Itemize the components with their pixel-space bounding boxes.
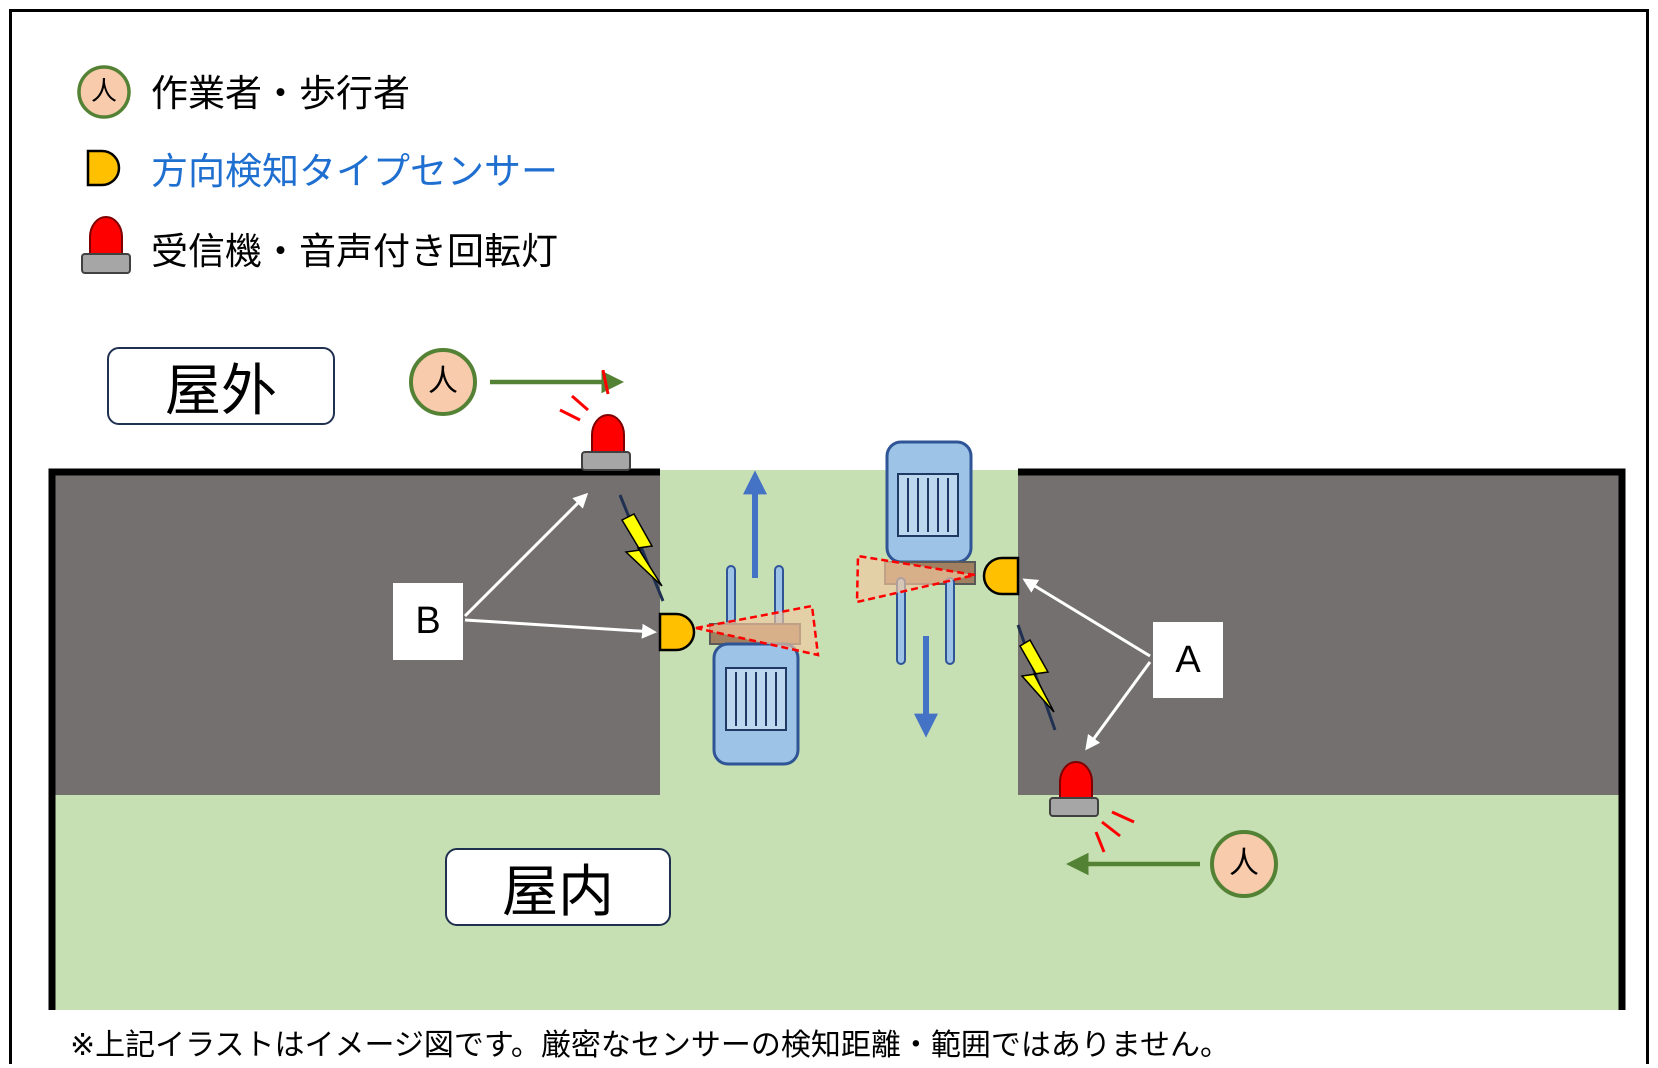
legend-receiver-label: 受信機・音声付き回転灯 [151, 230, 558, 273]
callout-a-to-lamp-arrow [1085, 661, 1152, 751]
signal-a-lightning-icon [1016, 624, 1057, 731]
outdoor-detect-mark [601, 369, 610, 395]
callout-b: B [393, 583, 463, 660]
outdoor-rotating-lamp-icon [559, 394, 631, 471]
callout-b-to-sensor-arrow [464, 618, 657, 639]
indoor-rotating-lamp-icon [1049, 761, 1135, 853]
legend-worker-label: 作業者・歩行者 [151, 72, 410, 115]
left-wall [52, 470, 660, 795]
sensor-b-detection-zone [695, 604, 820, 657]
indoor-person-glyph: 人 [1229, 846, 1259, 881]
sensor-b-icon [658, 612, 696, 652]
legend-person-glyph: 人 [90, 77, 117, 107]
legend-sensor-icon [86, 149, 121, 187]
right-wall [1018, 470, 1622, 795]
callout-a-to-sensor-arrow [1022, 578, 1151, 658]
outdoor-area-label: 屋外 [107, 347, 335, 425]
sensor-a-detection-zone [855, 554, 976, 604]
indoor-person [1210, 830, 1278, 898]
signal-b-lightning-icon [618, 494, 665, 602]
building-outline-left [48, 468, 660, 1010]
footnote: ※上記イラストはイメージ図です。厳密なセンサーの検知距離・範囲ではありません。 [70, 1028, 1231, 1063]
outdoor-person [409, 348, 477, 416]
sensor-a-icon [982, 556, 1020, 596]
callout-b-to-lamp-arrow [463, 492, 589, 618]
diagram-frame [9, 9, 1649, 1064]
outdoor-person-glyph: 人 [428, 364, 458, 399]
building-outline-right [1018, 468, 1626, 1010]
callout-a: A [1153, 622, 1223, 698]
legend-sensor-label: 方向検知タイプセンサー [151, 150, 558, 193]
legend-person-icon [77, 65, 131, 119]
indoor-area-label: 屋内 [445, 848, 671, 926]
legend-rotating-lamp-icon [81, 216, 131, 274]
